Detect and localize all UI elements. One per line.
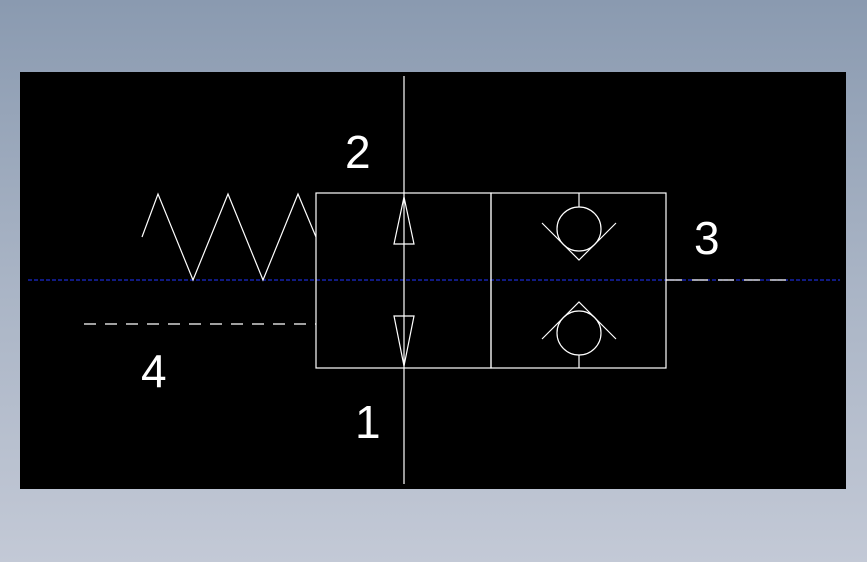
spring-symbol bbox=[141, 192, 317, 282]
flow-arrow-up bbox=[393, 196, 415, 245]
check-valve-seat-upper bbox=[541, 222, 617, 261]
port-label-1: 1 bbox=[355, 396, 381, 448]
valve-schematic: 2 3 4 1 bbox=[28, 76, 840, 484]
check-valve-ball-upper bbox=[556, 206, 602, 252]
port-label-2: 2 bbox=[345, 126, 371, 178]
check-valve-seat-lower bbox=[541, 301, 617, 340]
cad-viewport: 2 3 4 1 bbox=[20, 72, 846, 489]
flow-arrow-down bbox=[393, 315, 415, 367]
port-label-3: 3 bbox=[694, 212, 720, 264]
port-label-4: 4 bbox=[141, 345, 167, 397]
check-valve-ball-lower bbox=[556, 310, 602, 356]
